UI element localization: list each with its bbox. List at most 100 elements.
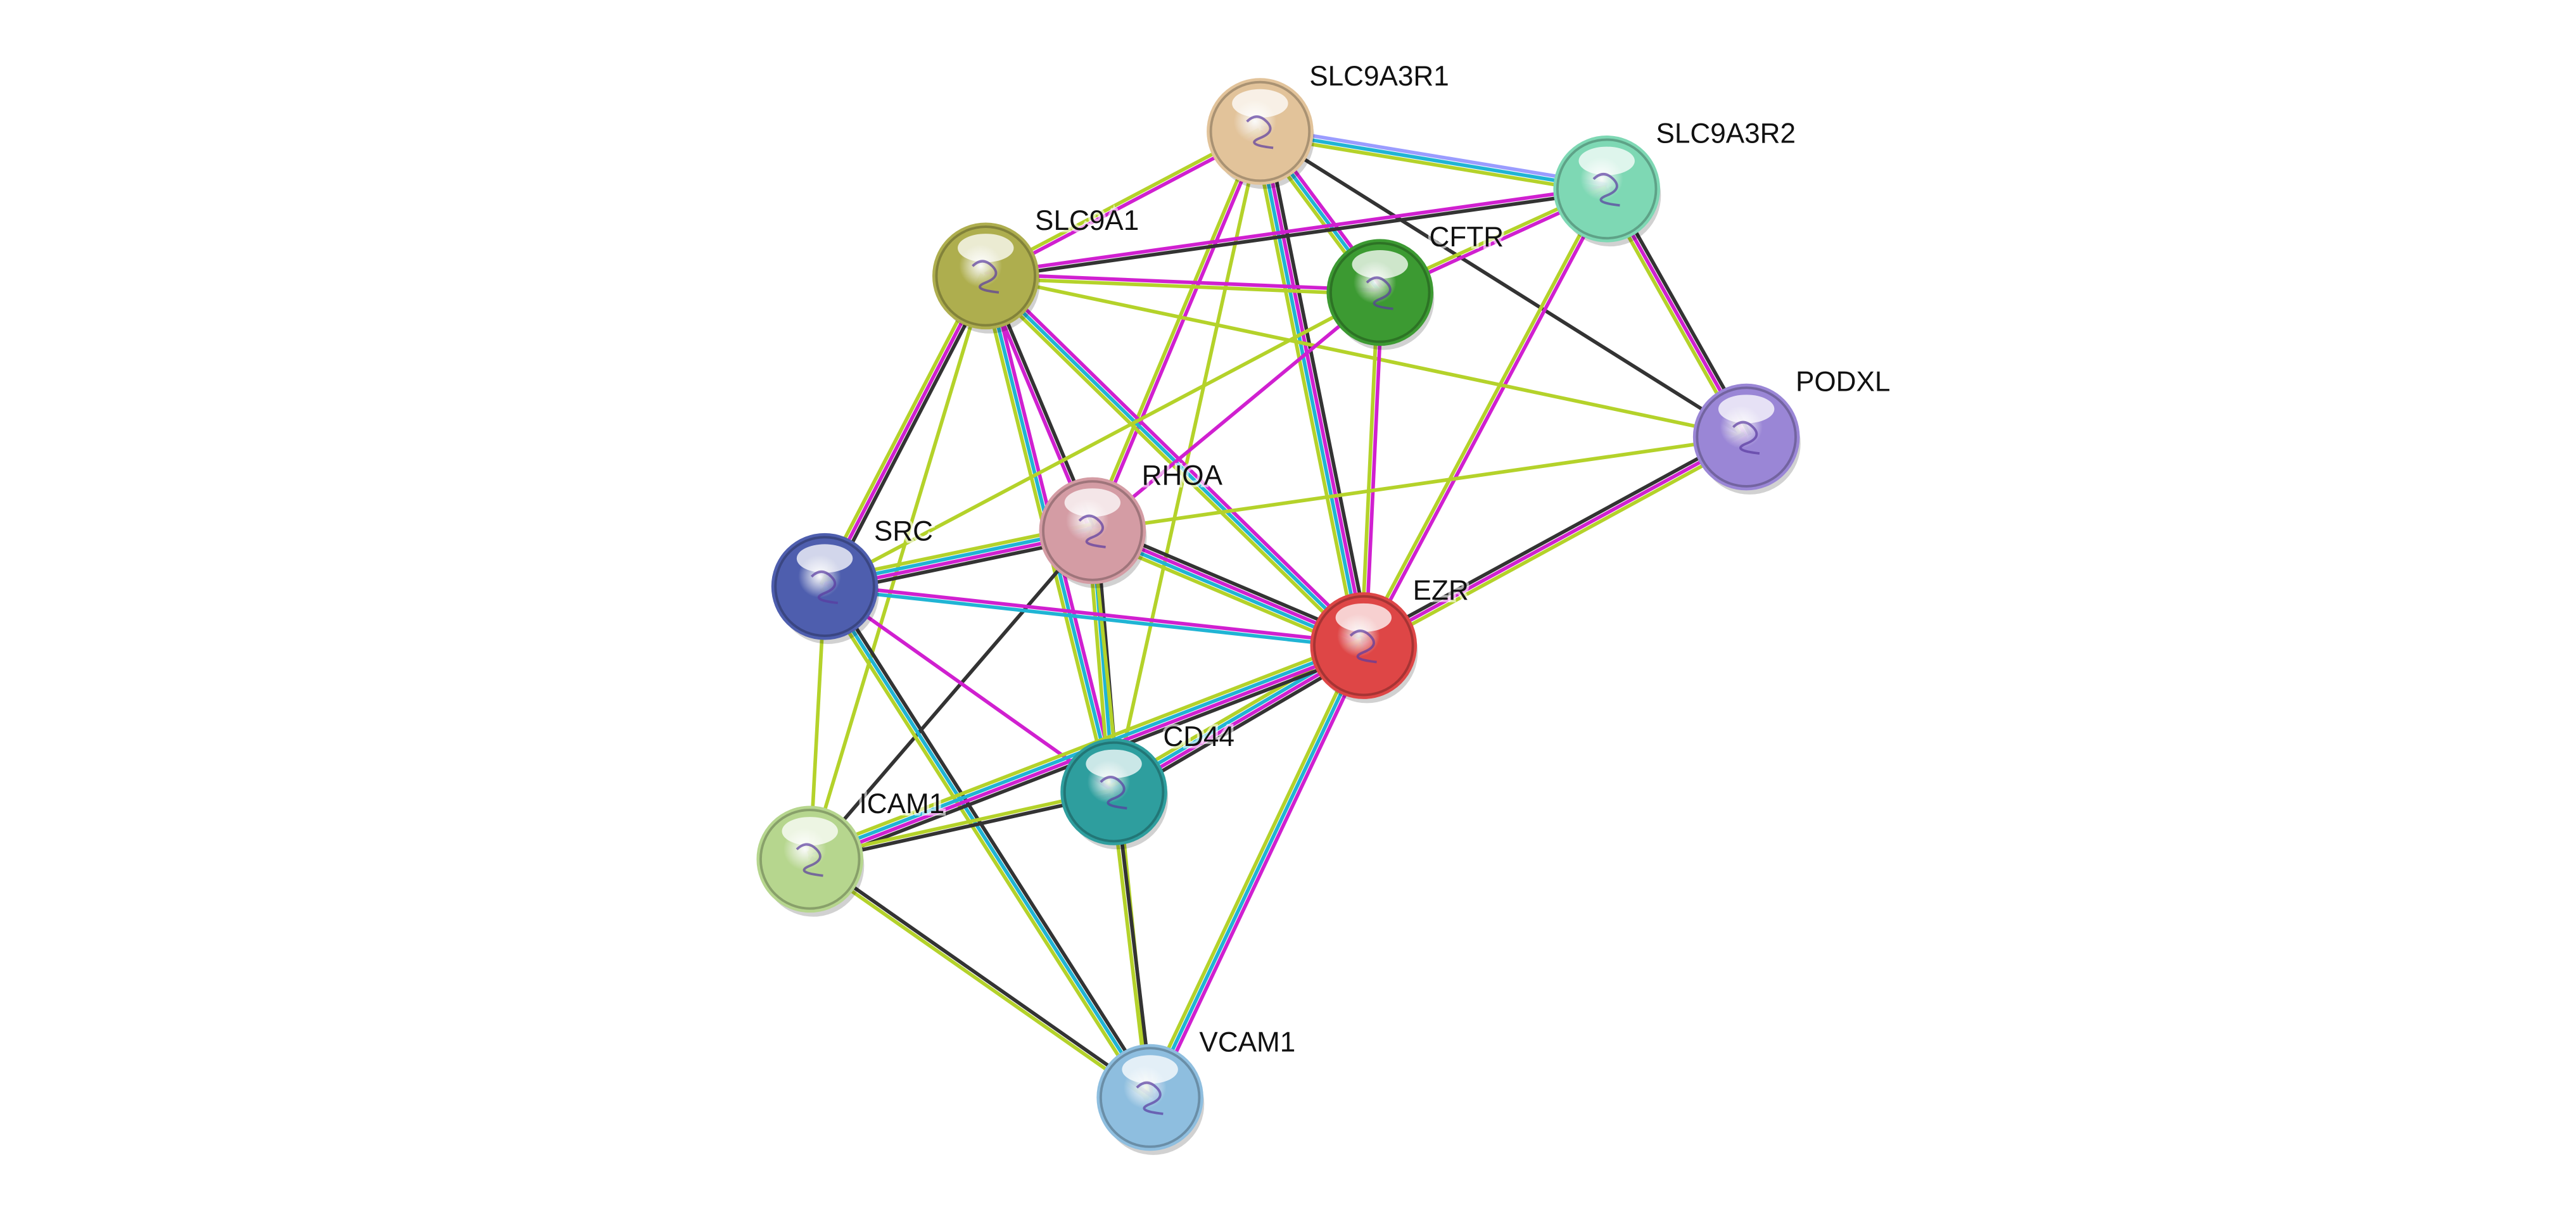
protein-structure-icon [810,570,839,605]
edge-slc9a1-cftr[interactable] [985,272,1381,297]
node-label: EZR [1413,575,1469,606]
node-label: VCAM1 [1199,1026,1295,1058]
node-icam1[interactable]: ICAM1 [756,786,947,917]
node-highlight [1352,250,1408,279]
node-podxl[interactable]: PODXL [1692,364,1893,495]
edge-line-coexpression [1259,130,1748,439]
node-src[interactable]: SRC [771,514,936,644]
node-highlight [1122,1055,1178,1084]
edge-slc9a3r2-ezr[interactable] [1360,187,1611,648]
edge-slc9a1-podxl[interactable] [985,274,1747,439]
node-slc9a1[interactable]: SLC9A1 [932,203,1141,334]
edge-line-databases [824,586,1364,650]
edge-line-textmining [985,276,1380,297]
node-rim [759,809,861,910]
edge-line-experiments [1260,130,1367,646]
node-rim [1209,80,1311,182]
edge-line-coexpression [827,583,1155,1096]
node-rim [774,536,875,637]
node-ezr[interactable]: EZR [1310,572,1471,704]
edge-icam1-vcam1[interactable] [808,856,1153,1101]
node-vcam1[interactable]: VCAM1 [1096,1024,1298,1155]
edge-line-textmining [807,638,1362,856]
edge-line-coexpression [808,529,1094,861]
node-rhoa[interactable]: RHOA [1039,457,1225,588]
protein-structure-icon [1366,276,1393,310]
edge-line-experiments [825,582,1364,646]
node-cd44[interactable]: CD44 [1060,719,1237,850]
edge-line-coexpression [986,189,1608,281]
edge-line-textmining [1259,134,1607,195]
node-slc9a3r2[interactable]: SLC9A3R2 [1553,116,1798,247]
node-highlight [782,817,838,846]
node-rim [1042,480,1143,581]
edge-rhoa-podxl[interactable] [1092,435,1747,533]
node-label: SLC9A3R1 [1309,61,1449,92]
node-label: CD44 [1163,721,1234,752]
node-highlight [1718,395,1775,424]
edge-line-experiments [823,275,987,588]
edge-line-experiments [1364,189,1611,648]
edge-cftr-src[interactable] [823,291,1381,588]
edge-cftr-ezr[interactable] [1359,292,1384,646]
edge-ezr-vcam1[interactable] [1144,643,1369,1101]
protein-structure-icon [1136,1081,1164,1115]
node-highlight [1578,146,1635,175]
edge-line-textmining [1359,292,1380,646]
edge-slc9a3r1-rhoa[interactable] [1089,130,1264,533]
node-highlight [1335,603,1392,632]
edge-line-coexpression [1264,129,1372,645]
edge-slc9a3r1-ezr[interactable] [1252,129,1372,648]
node-highlight [1086,749,1142,778]
edge-line-coexpression [1361,431,1746,644]
node-rim [1313,595,1414,697]
edge-src-ezr[interactable] [824,582,1364,650]
edge-line-experiments [1093,131,1264,533]
node-label: CFTR [1430,222,1504,253]
node-highlight [958,234,1014,263]
edge-line-homology [1260,125,1608,187]
edge-cftr-rhoa[interactable] [1091,291,1381,533]
protein-structure-icon [1100,776,1127,810]
edge-slc9a3r1-slc9a3r2[interactable] [1259,125,1608,195]
edge-slc9a3r2-slc9a1[interactable] [985,185,1608,281]
edge-line-textmining [1252,132,1359,648]
protein-structure-icon [1592,173,1620,207]
protein-structure-icon [1078,514,1106,548]
protein-structure-icon [1349,629,1377,664]
edge-line-databases [823,585,1152,1099]
edge-line-textmining [1092,435,1747,533]
node-cftr[interactable]: CFTR [1326,219,1506,350]
node-label: SLC9A3R2 [1656,118,1796,149]
edge-line-databases [1256,131,1364,647]
node-rim [1063,741,1165,843]
node-slc9a3r1[interactable]: SLC9A3R1 [1207,58,1452,189]
edge-line-databases [1259,129,1608,191]
protein-structure-icon [1246,115,1274,149]
edge-line-experiments [1091,291,1381,533]
edge-line-coexpression [827,277,991,590]
edge-slc9a3r1-podxl[interactable] [1259,130,1748,439]
node-rim [1099,1047,1201,1148]
edge-line-textmining [808,859,1150,1101]
edge-ezr-podxl[interactable] [1361,431,1749,652]
edge-slc9a1-src[interactable] [819,273,991,590]
node-label: PODXL [1796,366,1890,397]
edge-src-vcam1[interactable] [819,583,1155,1101]
edge-line-experiments [1362,435,1748,648]
protein-structure-icon [972,260,999,294]
edge-line-textmining [819,588,1148,1101]
node-rim [935,225,1037,327]
node-rim [1329,242,1431,343]
edge-line-textmining [1144,643,1362,1097]
node-rim [1556,138,1658,240]
node-rim [1696,386,1797,488]
edge-line-textmining [985,274,1747,439]
edge-line-textmining [823,291,1381,588]
edge-rhoa-icam1[interactable] [808,529,1094,861]
node-label: SLC9A1 [1035,205,1139,236]
node-label: SRC [874,516,933,547]
edge-line-databases [1148,645,1366,1099]
